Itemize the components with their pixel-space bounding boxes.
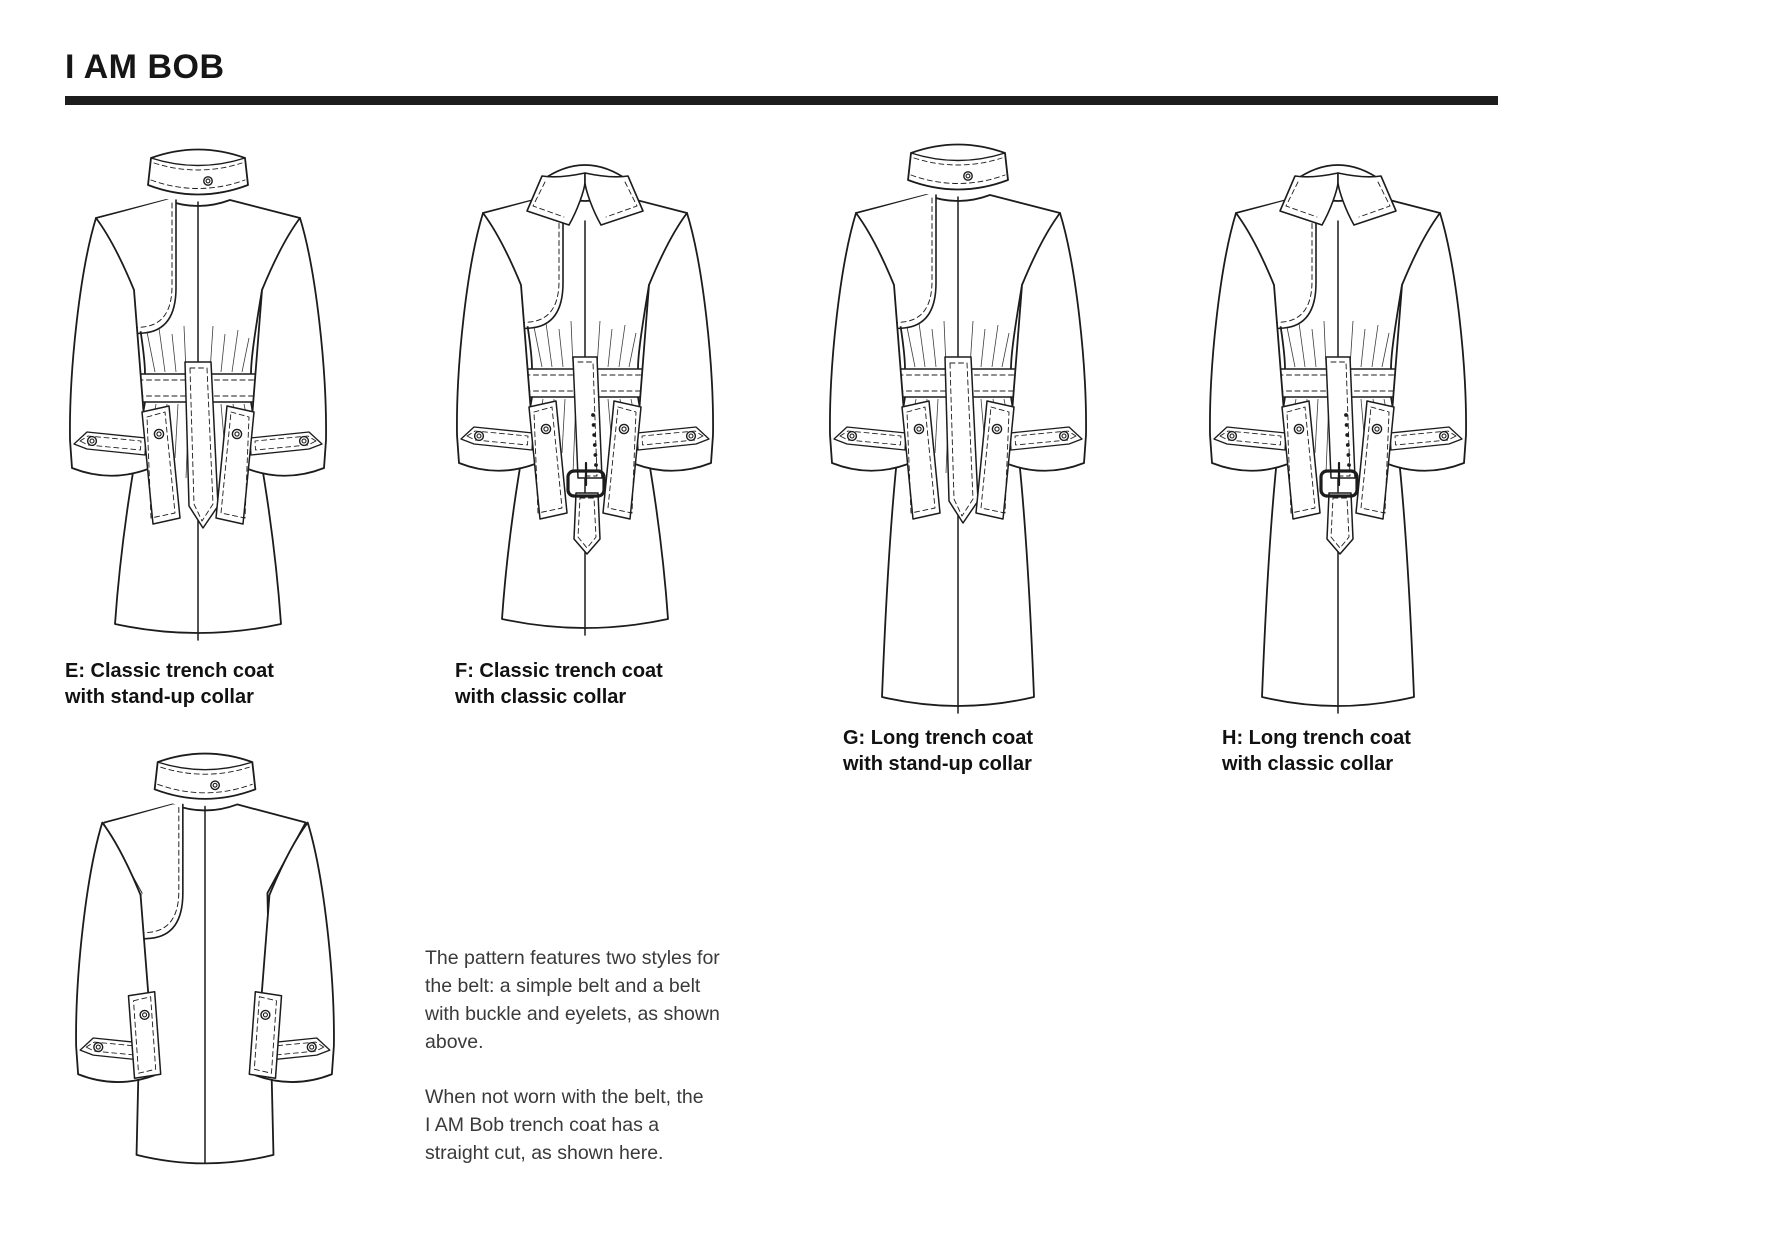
coat-drawing-classic-classic-collar xyxy=(445,133,725,645)
note-paragraph-straight-cut: When not worn with the belt, the I AM Bo… xyxy=(425,1086,704,1164)
caption-coat-e: E: Classic trench coat with stand-up col… xyxy=(65,660,274,708)
coat-drawing-no-belt xyxy=(64,742,346,1181)
coat-drawing-classic-stand-collar xyxy=(58,138,338,650)
title-underline xyxy=(65,96,1498,105)
caption-coat-f: F: Classic trench coat with classic coll… xyxy=(455,660,663,708)
page-title: I AM BOB xyxy=(65,48,225,86)
note-paragraph-belt-styles: The pattern features two styles for the … xyxy=(425,947,720,1053)
coat-drawing-long-stand-collar xyxy=(818,133,1098,723)
notes-block: The pattern features two styles for the … xyxy=(425,944,770,1167)
coat-drawing-long-classic-collar xyxy=(1198,133,1478,723)
caption-coat-h: H: Long trench coat with classic collar xyxy=(1222,727,1411,775)
caption-coat-g: G: Long trench coat with stand-up collar xyxy=(843,727,1033,775)
